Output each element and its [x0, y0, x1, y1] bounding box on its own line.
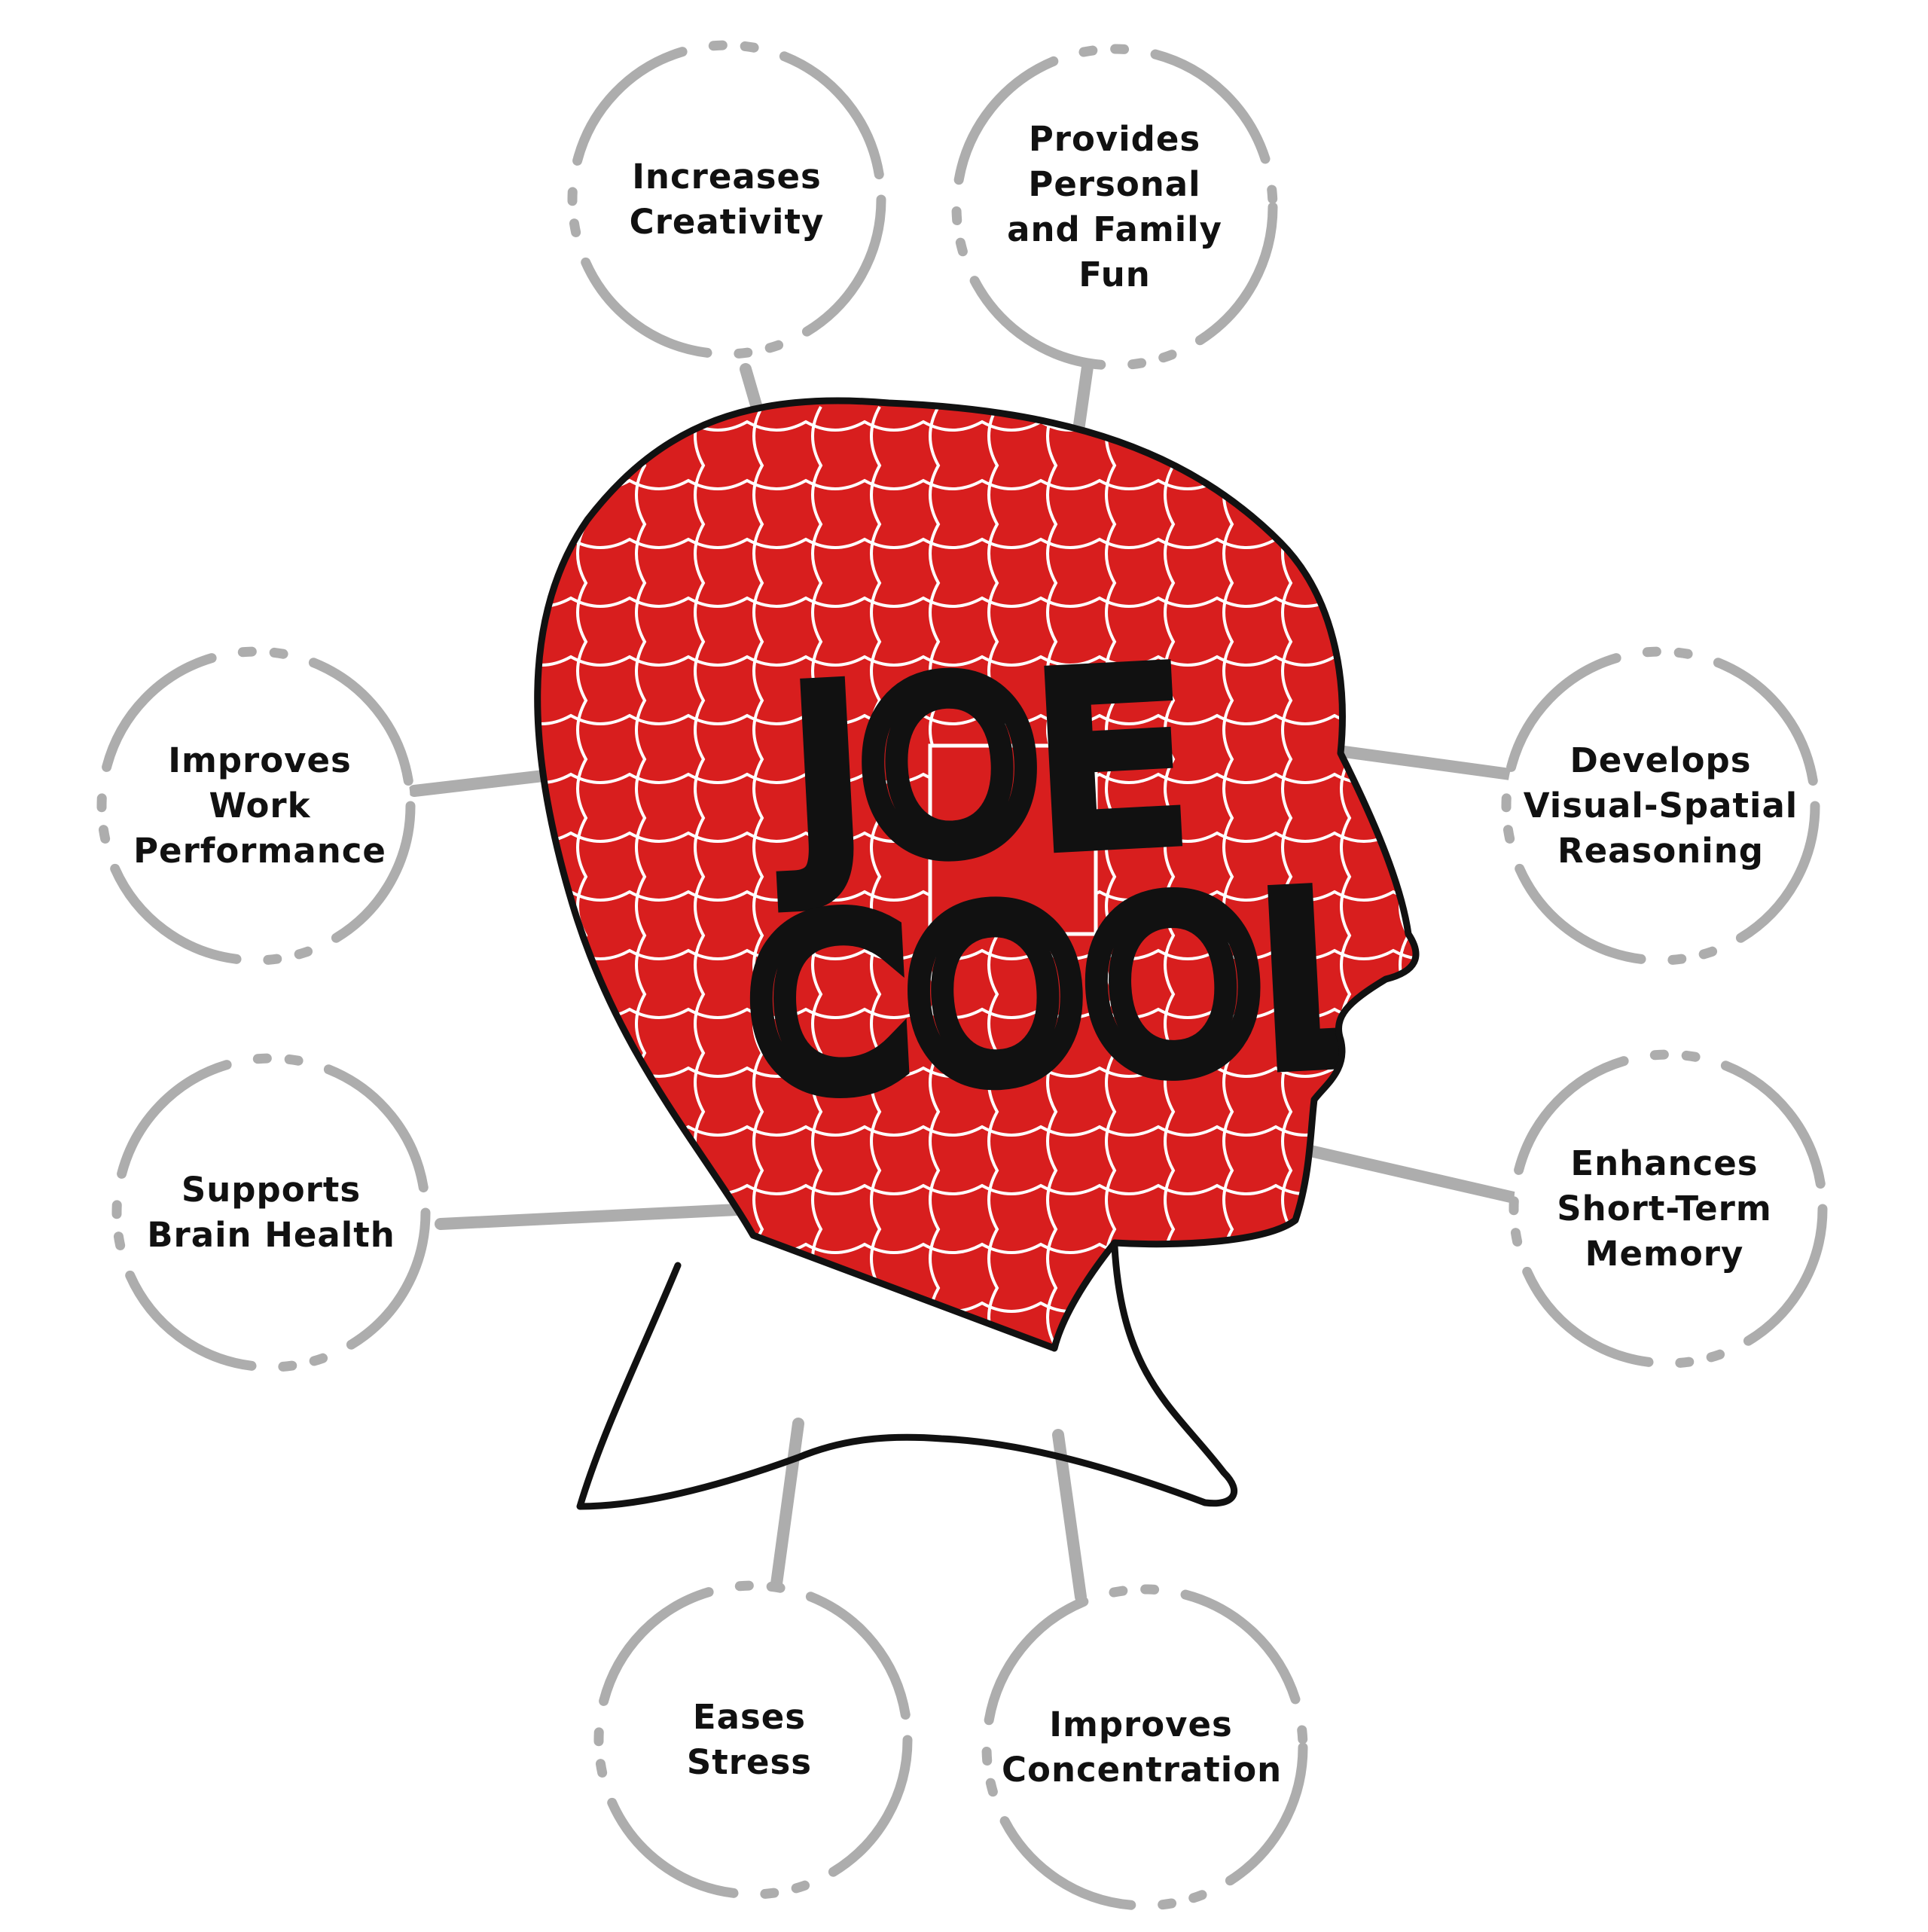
benefit-label-creativity: Increases Creativity: [629, 157, 825, 242]
puzzle-line: [537, 596, 1416, 608]
puzzle-center-piece: [928, 743, 1098, 936]
neck-outline: [576, 1243, 1238, 1510]
head-outline: [534, 397, 1420, 1352]
connector-concentration: [1052, 1429, 1087, 1603]
connector-stress: [770, 1418, 804, 1595]
benefit-label-visual: Develops Visual-Spatial Reasoning: [1523, 740, 1798, 871]
circle-fun: [951, 44, 1278, 371]
circle-brain: [111, 1053, 431, 1372]
puzzle-line: [1222, 406, 1234, 1348]
puzzle-line: [870, 406, 882, 1348]
puzzle-line: [1164, 406, 1176, 1348]
benefit-label-brain: Supports Brain Health: [147, 1170, 395, 1255]
puzzle-line: [537, 655, 1416, 667]
puzzle-line: [537, 1066, 1416, 1078]
circle-concentration: [981, 1584, 1308, 1911]
connector-brain: [435, 1203, 759, 1230]
benefit-label-stress: Eases Stress: [686, 1697, 813, 1782]
benefit-label-concentration: Improves Concentration: [1002, 1705, 1283, 1790]
circle-creativity: [567, 40, 886, 359]
circle-memory: [1509, 1049, 1828, 1369]
head-lettering: JOE COOL: [731, 614, 1407, 1152]
benefit-circles: [96, 40, 1828, 1911]
lettering-cool: COOL: [742, 846, 1396, 1142]
benefit-label-memory: Enhances Short-Term Memory: [1557, 1143, 1772, 1274]
puzzle-line: [537, 948, 1416, 960]
benefit-label-work: Improves Work Performance: [133, 740, 386, 871]
puzzle-line: [537, 1007, 1416, 1019]
puzzle-line: [519, 407, 527, 1406]
puzzle-line: [537, 713, 1416, 725]
connector-lines: [408, 356, 1520, 1603]
circle-visual: [1501, 646, 1820, 966]
puzzle-line: [811, 406, 823, 1348]
circle-work: [96, 646, 416, 966]
lettering-joe: JOE: [773, 625, 1188, 908]
puzzle-line: [1105, 406, 1117, 1348]
benefit-label-fun: Provides Personal and Family Fun: [1007, 119, 1222, 295]
circle-stress: [593, 1580, 913, 1900]
head-silhouette: JOE COOL: [519, 397, 1420, 1510]
